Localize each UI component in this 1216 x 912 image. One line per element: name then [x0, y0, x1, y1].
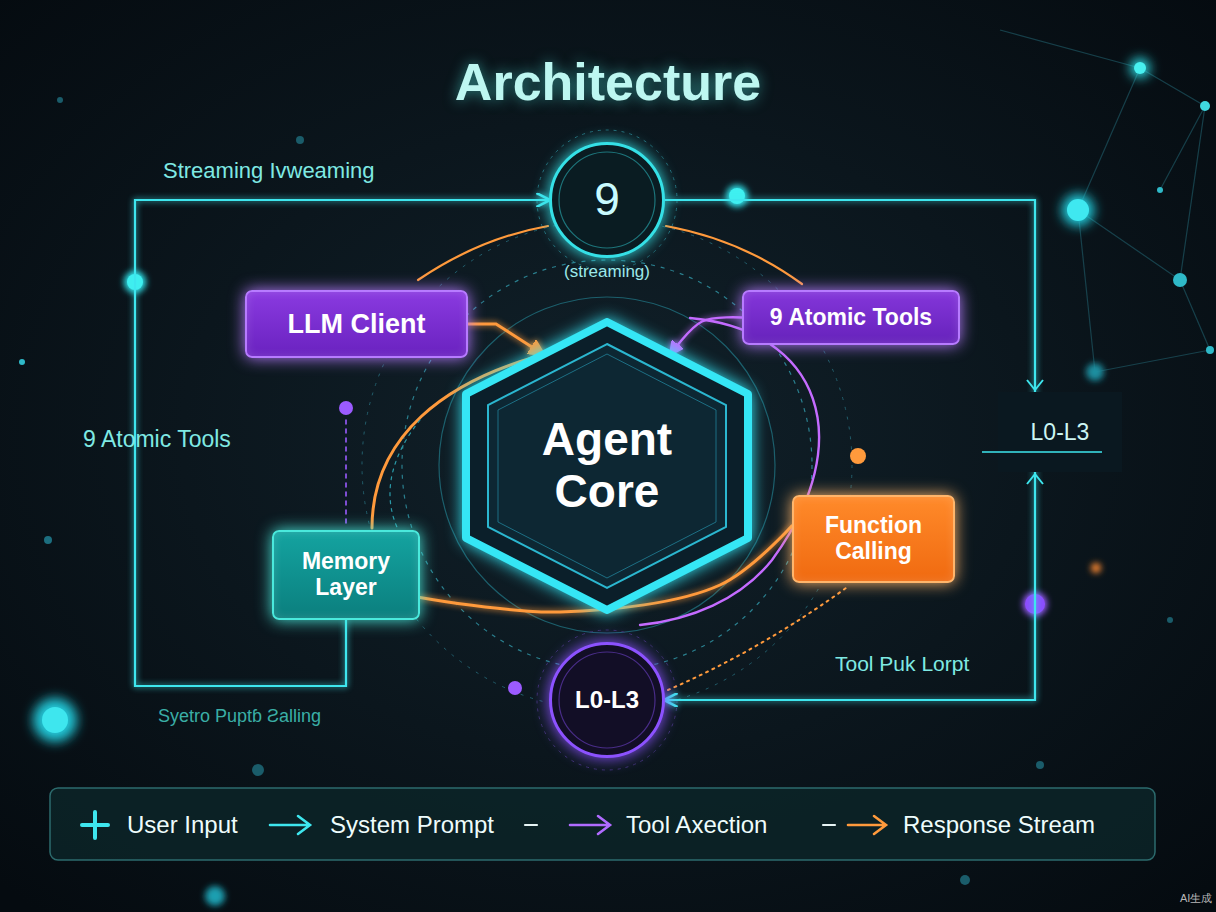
- circle-inner-ring: [559, 152, 655, 248]
- orbit-arcs: [346, 226, 846, 690]
- flow-step: User Input: [127, 811, 238, 839]
- connector-label: Tool Puk Lorpt: [835, 652, 969, 676]
- side-label: 9 Atomic Tools: [83, 426, 231, 453]
- circle-outline: [549, 142, 665, 258]
- flow-step: Response Stream: [903, 811, 1095, 839]
- hexagon-shape: [466, 322, 748, 610]
- node-content: L0-L3: [549, 642, 665, 758]
- flow-bar: [50, 788, 1155, 860]
- node-content: 9(streaming): [549, 142, 665, 258]
- hexagon-inner: [488, 344, 726, 588]
- node-content: Function Calling: [794, 497, 953, 581]
- memory-box: Memory Layer: [272, 530, 420, 620]
- function-box: Function Calling: [792, 495, 955, 583]
- connector: [420, 526, 792, 612]
- stream-circle: 9(streaming): [549, 142, 665, 258]
- flow-arrows: [82, 812, 886, 838]
- network-dots: [19, 58, 1214, 906]
- connector: [665, 200, 1035, 700]
- flow-step: Tool Axection: [626, 811, 767, 839]
- circle-outline: [549, 642, 665, 758]
- circle-shape: [551, 144, 664, 257]
- node-content: Agent Core: [462, 318, 752, 614]
- level-marker: [982, 380, 1102, 484]
- note-label: Syetro Puptɓ Ƨalling: [158, 706, 321, 727]
- core-hexagon: Agent Core: [462, 318, 752, 614]
- watermark: AI生成: [1180, 891, 1212, 906]
- junction-dots: [124, 185, 1047, 695]
- client-box: LLM Client: [245, 290, 468, 358]
- level-circle: L0-L3: [549, 642, 665, 758]
- node-label: Memory Layer: [284, 549, 409, 601]
- node-label: LLM Client: [288, 309, 426, 339]
- node-label: 9: [594, 174, 620, 226]
- hexagon-inner-ring: [498, 354, 716, 578]
- node-content: 9 Atomic Tools: [744, 292, 958, 343]
- connector-label: Streaming Ivweaming: [163, 158, 375, 184]
- node-content: LLM Client: [247, 292, 466, 356]
- connector: [135, 200, 549, 686]
- node-label: Agent Core: [507, 414, 707, 517]
- circle-inner-ring: [559, 652, 655, 748]
- hexagon-outline: [462, 318, 752, 614]
- node-label: L0-L3: [575, 687, 639, 714]
- orbit-rings: [362, 130, 852, 770]
- diagram-title: Architecture: [0, 52, 1216, 112]
- level-label: L0-L3: [998, 392, 1122, 472]
- tools-box: 9 Atomic Tools: [742, 290, 960, 345]
- node-label: Function Calling: [804, 513, 944, 565]
- connector: [468, 324, 544, 354]
- circle-shape: [551, 644, 664, 757]
- connector: [670, 317, 742, 354]
- node-caption: (streaming): [564, 262, 650, 281]
- node-label: 9 Atomic Tools: [770, 305, 932, 331]
- flow-step: System Prompt: [330, 811, 494, 839]
- node-content: Memory Layer: [274, 532, 418, 618]
